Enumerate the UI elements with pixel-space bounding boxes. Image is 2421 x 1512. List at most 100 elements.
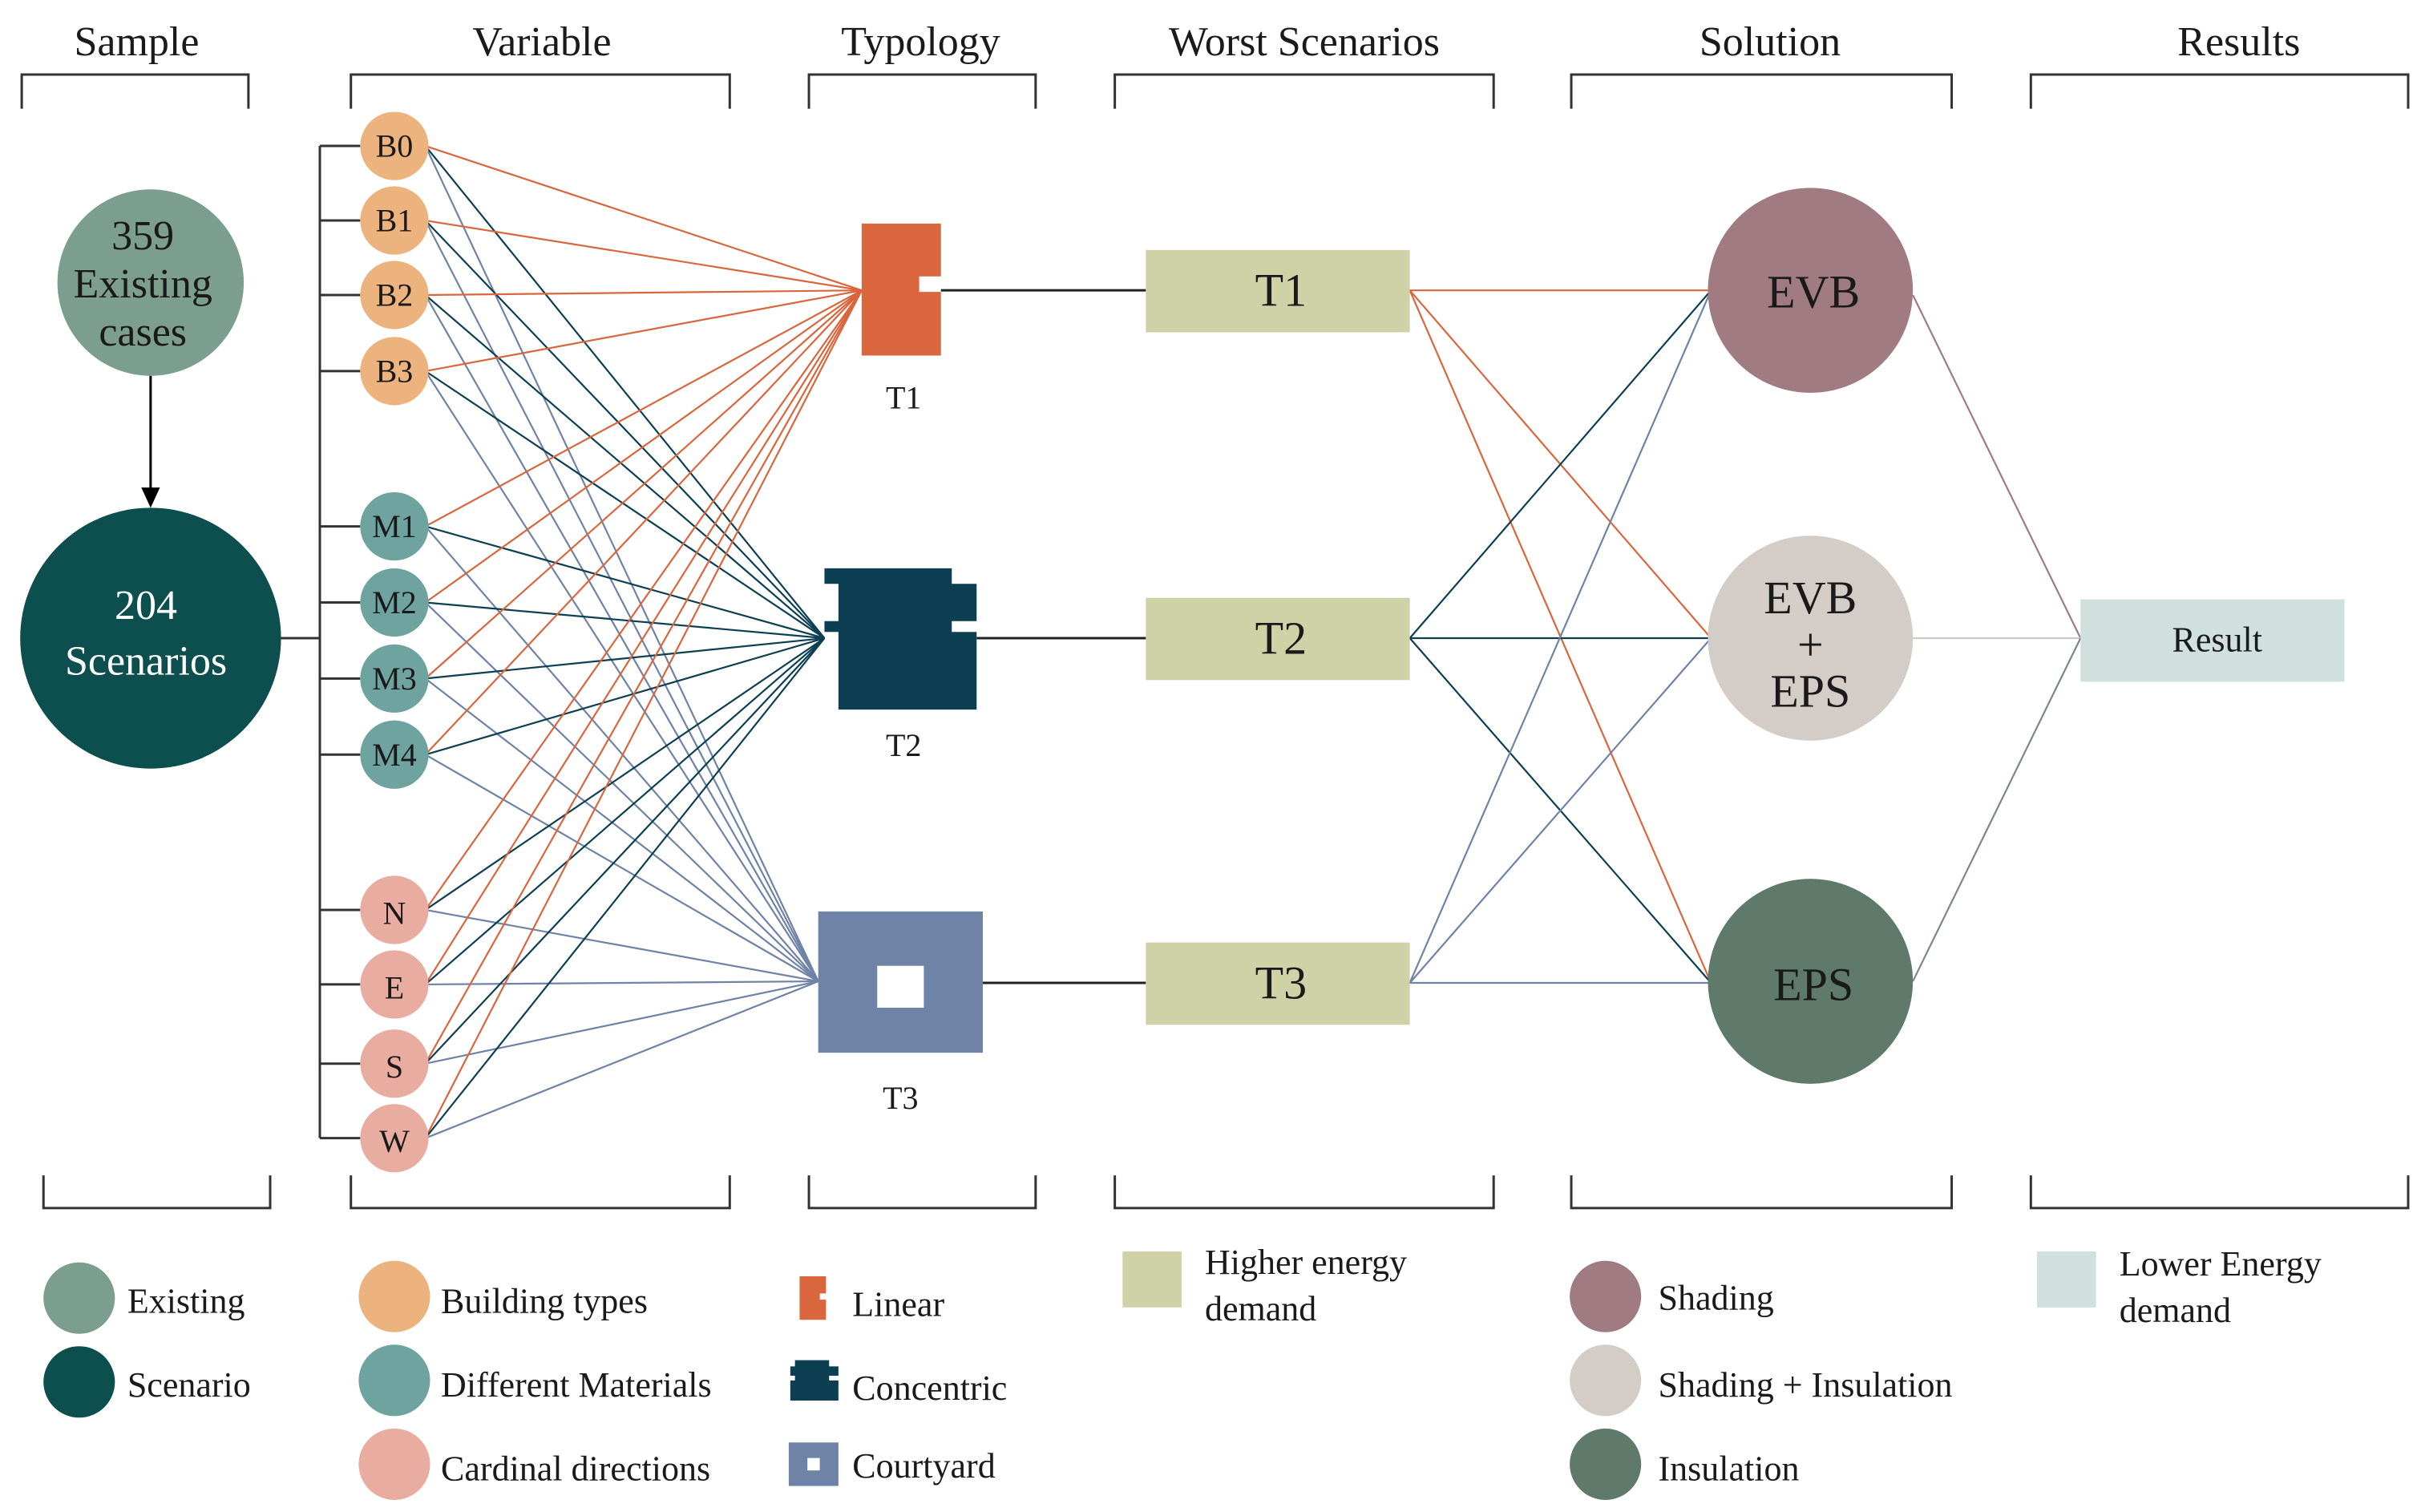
bracket-bottom-solution [1570,1175,1954,1210]
legend-materials-label: Different Materials [441,1365,712,1405]
edge-var-t3 [424,220,819,982]
edge-var-t1 [424,289,863,1065]
edge-var-t3 [424,525,819,982]
building-type-label: B1 [376,203,414,239]
edge-var-t1 [424,289,863,756]
worst-scenario-box [1146,249,1410,333]
solution-eps-label: EPS [1773,958,1853,1010]
header-variable: Variable [472,19,611,65]
bracket-top-sample [20,73,250,109]
header-sample: Sample [74,19,199,65]
direction-node [360,875,429,944]
edge-worst-t3-solution [1409,289,1712,984]
edge-var-t2 [425,637,825,680]
legend-lower-swatch [2037,1251,2096,1308]
edge-var-t2 [424,145,826,639]
bracket-top-typology [807,73,1037,109]
direction-label: S [386,1049,403,1085]
edge-var-t3 [425,980,818,1065]
worst-scenario-label: T2 [1255,612,1307,665]
direction-label: W [379,1123,410,1159]
solution-eps-node [1708,879,1914,1084]
worst-scenario-label: T1 [1255,265,1307,317]
edge-var-t2 [424,637,826,985]
bracket-bottom-worst-scenarios [1113,1175,1495,1210]
solution-evb-label: EVB [1767,266,1860,318]
legend-courtyard-icon-hole [807,1457,820,1471]
result-label: Result [2172,620,2262,659]
legend-linear-label: Linear [852,1284,944,1324]
typology-t1-linear-shape [861,223,941,356]
existing-cases-label: Existing [74,261,212,307]
legend-shading-insulation-label: Shading + Insulation [1659,1365,1953,1405]
legend-insulation-swatch [1570,1428,1642,1500]
solution-evb-node [1708,188,1914,394]
edge-var-t1 [425,145,863,292]
building-type-label: B2 [376,277,414,313]
solution-evb-eps-label: EPS [1770,665,1850,717]
typology-t3-courtyard-hole [877,965,924,1008]
legend-scenario-swatch [43,1346,115,1418]
edge-var-t2 [424,294,826,639]
typology-t2-concentric-shape [824,568,977,710]
header-solution: Solution [1700,19,1841,65]
edge-var-t3 [425,980,818,986]
edge-var-t1 [425,289,863,604]
edge-var-t1 [424,289,863,680]
legend-shading-insulation-swatch [1570,1344,1642,1417]
bracket-bottom-results [2029,1175,2410,1210]
bracket-top-solution [1570,73,1954,109]
edge-var-t2 [424,220,826,639]
direction-node [360,1029,429,1098]
building-type-node [360,337,429,406]
direction-node [360,1104,429,1173]
material-label: M2 [372,584,417,621]
existing-cases-label: 359 [111,213,174,259]
direction-label: E [385,969,404,1005]
typology-t3-label: T3 [883,1080,918,1116]
scenarios-node [20,507,281,769]
building-type-node [360,111,429,180]
header-results: Results [2177,19,2300,65]
worst-scenario-box [1146,942,1410,1025]
direction-node [360,950,429,1019]
edge-var-t1 [425,289,863,528]
legend-lower-label: Lower Energy [2120,1244,2322,1284]
bracket-bottom-sample [42,1175,272,1210]
legend-linear-icon [799,1276,827,1320]
worst-scenario-label: T3 [1255,956,1307,1009]
typology-t1-label: T1 [886,379,921,415]
edge-var-t3 [425,754,819,983]
edge-var-t2 [425,525,825,640]
building-type-node [360,186,429,255]
edge-var-t1 [424,289,863,985]
edge-var-t3 [424,601,819,982]
material-node [360,568,429,637]
edge-var-t2 [425,637,825,756]
edge-var-t2 [424,637,826,1139]
edge-var-t2 [425,601,825,640]
bracket-top-variable [350,73,731,109]
legend-shading-swatch [1570,1260,1642,1332]
scenarios-label: Scenarios [65,639,227,685]
worst-scenario-box [1146,597,1410,681]
legend-courtyard-label: Courtyard [852,1446,995,1486]
legend-shading-label: Shading [1659,1279,1774,1318]
result-box [2080,599,2345,682]
legend-concentric-icon [790,1360,839,1401]
scenarios-label: 204 [115,583,177,629]
material-label: M1 [372,508,417,544]
edge-var-t3 [424,294,819,982]
arrow-head [141,487,160,508]
direction-label: N [383,895,406,931]
legend-insulation-label: Insulation [1659,1449,1800,1489]
edge-var-t2 [425,370,826,639]
edge-var-t2 [424,637,826,1065]
legend-materials-swatch [358,1344,430,1417]
legend-existing-label: Existing [127,1282,245,1321]
legend-higher-label: demand [1205,1289,1316,1328]
edge-evb-result [1912,294,2082,639]
building-type-node [360,261,429,329]
bracket-top-worst-scenarios [1113,73,1495,109]
